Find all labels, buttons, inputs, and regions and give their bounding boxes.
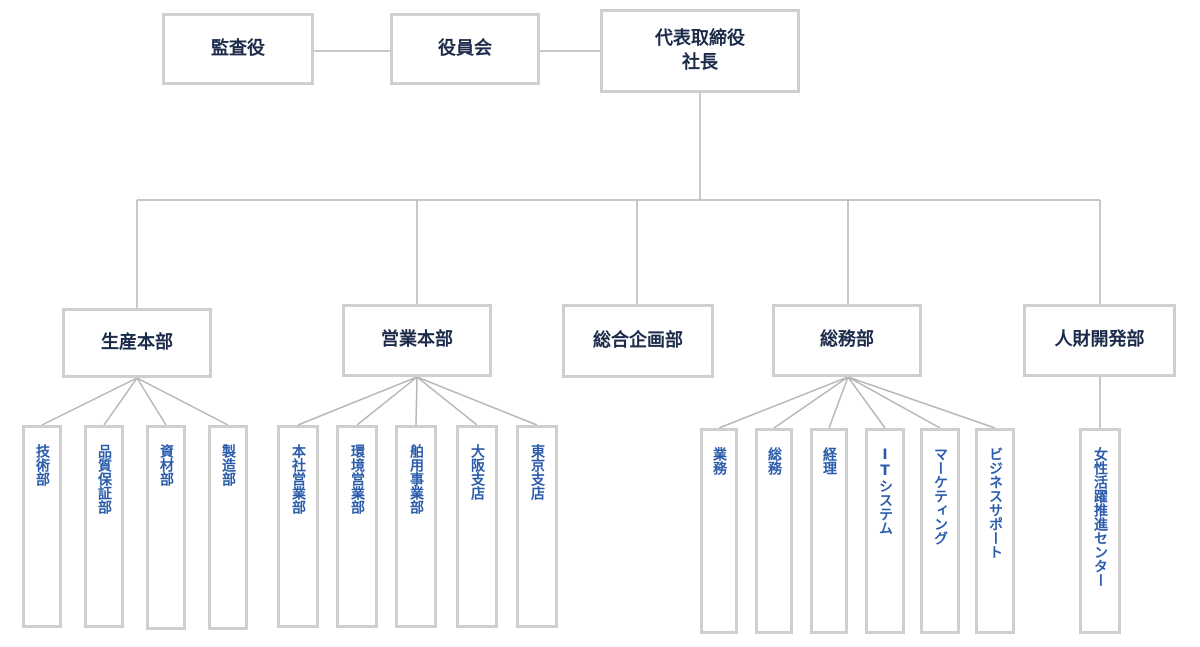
fan-sales-5 bbox=[416, 376, 538, 426]
dept-label: 女性活躍推進センター bbox=[1092, 447, 1108, 587]
dept-label: ITシステム bbox=[877, 447, 893, 535]
division-hr: 人財開発部 bbox=[1023, 304, 1176, 377]
dept-label: 資材部 bbox=[158, 444, 174, 486]
dept-admin-1: 業務 bbox=[700, 428, 738, 634]
dept-label: 東京支店 bbox=[529, 444, 545, 500]
dept-label: 舶用事業部 bbox=[408, 444, 424, 514]
dept-label: 環境営業部 bbox=[349, 444, 365, 514]
president-title-line1: 代表取締役 bbox=[655, 27, 745, 49]
dept-hr-1: 女性活躍推進センター bbox=[1079, 428, 1121, 634]
dept-sales-3: 舶用事業部 bbox=[395, 425, 437, 628]
fan-sales-3 bbox=[415, 376, 418, 426]
division-label: 生産本部 bbox=[101, 331, 173, 353]
dept-label: 技術部 bbox=[34, 444, 50, 486]
dept-label: 大阪支店 bbox=[469, 444, 485, 500]
dept-admin-5: マーケティング bbox=[920, 428, 960, 634]
dept-production-2: 品質保証部 bbox=[84, 425, 124, 628]
dept-label: ビジネスサポート bbox=[987, 447, 1003, 559]
board-label: 役員会 bbox=[438, 37, 492, 59]
fan-sales-4 bbox=[416, 376, 478, 426]
fan-admin-4 bbox=[847, 376, 886, 429]
dept-label: 品質保証部 bbox=[96, 444, 112, 514]
fan-production-3 bbox=[136, 377, 167, 426]
dept-admin-2: 総務 bbox=[755, 428, 793, 634]
division-label: 総合企画部 bbox=[593, 329, 683, 351]
division-planning: 総合企画部 bbox=[562, 304, 714, 378]
dept-label: 経理 bbox=[821, 447, 837, 475]
fan-production-4 bbox=[136, 377, 229, 426]
dept-label: 業務 bbox=[711, 447, 727, 475]
dept-label: 本社営業部 bbox=[290, 444, 306, 514]
dept-production-1: 技術部 bbox=[22, 425, 62, 628]
dept-label: マーケティング bbox=[932, 447, 948, 545]
fan-admin-2 bbox=[773, 376, 849, 429]
division-label: 人財開発部 bbox=[1054, 329, 1145, 351]
board-box: 役員会 bbox=[390, 13, 540, 85]
dept-sales-2: 環境営業部 bbox=[336, 425, 378, 628]
fan-sales-1 bbox=[297, 376, 418, 426]
division-label: 営業本部 bbox=[381, 329, 453, 351]
division-sales: 営業本部 bbox=[342, 304, 492, 377]
dept-sales-1: 本社営業部 bbox=[277, 425, 319, 628]
division-production: 生産本部 bbox=[62, 308, 212, 378]
dept-label: 製造部 bbox=[220, 444, 236, 486]
fan-sales-2 bbox=[356, 376, 418, 426]
division-admin: 総務部 bbox=[772, 304, 922, 377]
fan-admin-6 bbox=[847, 376, 996, 429]
president-box: 代表取締役 社長 bbox=[600, 9, 800, 93]
president-title-line2: 社長 bbox=[682, 52, 718, 73]
fan-production-1 bbox=[41, 377, 138, 426]
dept-admin-4: ITシステム bbox=[865, 428, 905, 634]
dept-production-3: 資材部 bbox=[146, 425, 186, 630]
dept-admin-3: 経理 bbox=[810, 428, 848, 634]
dept-admin-6: ビジネスサポート bbox=[975, 428, 1015, 634]
dept-production-4: 製造部 bbox=[208, 425, 248, 630]
fan-admin-5 bbox=[847, 376, 941, 429]
division-label: 総務部 bbox=[820, 329, 874, 351]
fan-admin-3 bbox=[828, 376, 849, 429]
auditor-label: 監査役 bbox=[211, 37, 265, 59]
dept-label: 総務 bbox=[766, 447, 782, 475]
auditor-box: 監査役 bbox=[162, 13, 314, 85]
dept-sales-5: 東京支店 bbox=[516, 425, 558, 628]
fan-admin-1 bbox=[718, 376, 849, 429]
fan-production-2 bbox=[103, 377, 138, 426]
dept-sales-4: 大阪支店 bbox=[456, 425, 498, 628]
